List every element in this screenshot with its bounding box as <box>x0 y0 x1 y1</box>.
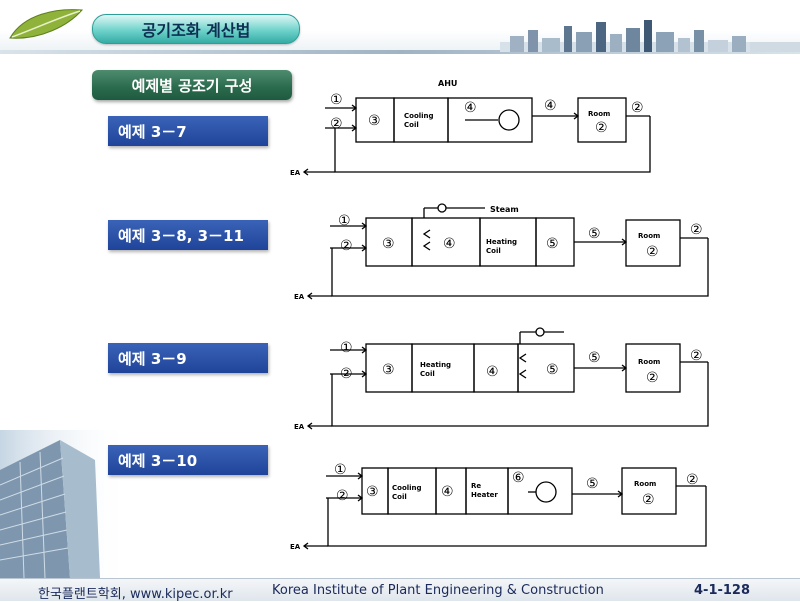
room-state: ② <box>642 492 655 508</box>
ahu-diagram-1: AHU ① ② ③ Cooling Coil ④ ④ Room ② ② EA <box>290 79 651 177</box>
footer-org-en: Korea Institute of Plant Engineering & C… <box>272 583 604 598</box>
coil-label-1: Cooling <box>404 112 434 120</box>
room-label: Room <box>634 480 656 488</box>
room-state: ② <box>595 120 608 136</box>
coil-label-2: Coil <box>486 247 501 255</box>
return-state: ② <box>631 100 644 116</box>
state-4: ④ <box>464 100 477 116</box>
state-4-supply: ④ <box>544 98 557 114</box>
leaf-logo-icon <box>9 9 84 39</box>
state-3: ③ <box>382 236 395 252</box>
section-title: 예제별 공조기 구성 <box>92 70 292 100</box>
room-label: Room <box>638 358 660 366</box>
return-state: ② <box>690 348 703 364</box>
ea-label: EA <box>294 423 305 431</box>
cooling-coil-box <box>393 97 449 143</box>
state-5: ⑤ <box>546 362 559 378</box>
return-state: ② <box>690 222 703 238</box>
ahu-diagram-3: ① ② ③ Heating Coil ④ ⑤ ⑤ Room ② ② EA <box>294 327 709 431</box>
state-2: ② <box>330 116 343 132</box>
room-box <box>625 219 681 267</box>
reheater-label-2: Heater <box>471 491 498 499</box>
room-label: Room <box>588 110 610 118</box>
state-2: ② <box>340 366 353 382</box>
footer-bar: 한국플랜트학회, www.kipec.or.kr Korea Institute… <box>0 578 800 602</box>
fan-icon <box>498 109 520 131</box>
steam-label: Steam <box>490 205 519 214</box>
state-1: ① <box>334 462 347 478</box>
coil-label-2: Coil <box>404 121 419 129</box>
ahu-diagram-4: ① ② ③ Cooling Coil ④ Re Heater ⑥ ⑤ Room … <box>290 462 707 551</box>
coil-label-2: Coil <box>420 370 435 378</box>
state-1: ① <box>330 92 343 108</box>
valve-icon <box>437 203 447 213</box>
fan-box <box>507 467 573 515</box>
state-4: ④ <box>486 364 499 380</box>
coil-label-1: Cooling <box>392 484 422 492</box>
state-2: ② <box>340 238 353 254</box>
room-state: ② <box>646 244 659 260</box>
coil-label-1: Heating <box>486 238 517 246</box>
ea-label: EA <box>294 293 305 301</box>
state-3: ③ <box>366 484 379 500</box>
state-4: ④ <box>441 484 454 500</box>
state-4: ④ <box>443 236 456 252</box>
header-divider <box>0 50 800 54</box>
example-label-3-10: 예제 3－10 <box>108 445 268 475</box>
page-number: 4-1-128 <box>694 583 751 598</box>
state-5-supply: ⑤ <box>588 350 601 366</box>
state-1: ① <box>340 340 353 356</box>
room-box <box>621 467 677 515</box>
state-2: ② <box>336 488 349 504</box>
valve-icon <box>535 327 545 337</box>
footer-org-kr: 한국플랜트학회, www.kipec.or.kr <box>38 587 233 602</box>
fan-box <box>447 97 533 143</box>
state-5: ⑤ <box>586 476 599 492</box>
skyline-icon <box>500 20 800 52</box>
state-3: ③ <box>368 113 381 129</box>
state-3: ③ <box>382 362 395 378</box>
fan-icon <box>535 481 557 503</box>
room-state: ② <box>646 370 659 386</box>
room-box <box>577 97 627 143</box>
state-5-supply: ⑤ <box>588 226 601 242</box>
return-state: ② <box>686 472 699 488</box>
coil-label-2: Coil <box>392 493 407 501</box>
example-label-3-7: 예제 3－7 <box>108 116 268 146</box>
example-label-3-9: 예제 3－9 <box>108 343 268 373</box>
ahu-diagram-2: Steam ① ② ③ ④ Heating Coil ⑤ ⑤ Room ② ② … <box>294 203 709 301</box>
page-title: 공기조화 계산법 <box>92 14 300 44</box>
coil-label-1: Heating <box>420 361 451 369</box>
ea-label: EA <box>290 543 301 551</box>
building-photo-icon <box>0 430 130 578</box>
example-label-3-8: 예제 3－8, 3－11 <box>108 220 268 250</box>
room-label: Room <box>638 232 660 240</box>
state-5: ⑤ <box>546 236 559 252</box>
state-1: ① <box>338 213 351 229</box>
ahu-label: AHU <box>438 79 457 88</box>
ea-label: EA <box>290 169 301 177</box>
reheater-label-1: Re <box>471 482 481 490</box>
room-box <box>625 343 681 393</box>
state-6: ⑥ <box>512 470 525 486</box>
